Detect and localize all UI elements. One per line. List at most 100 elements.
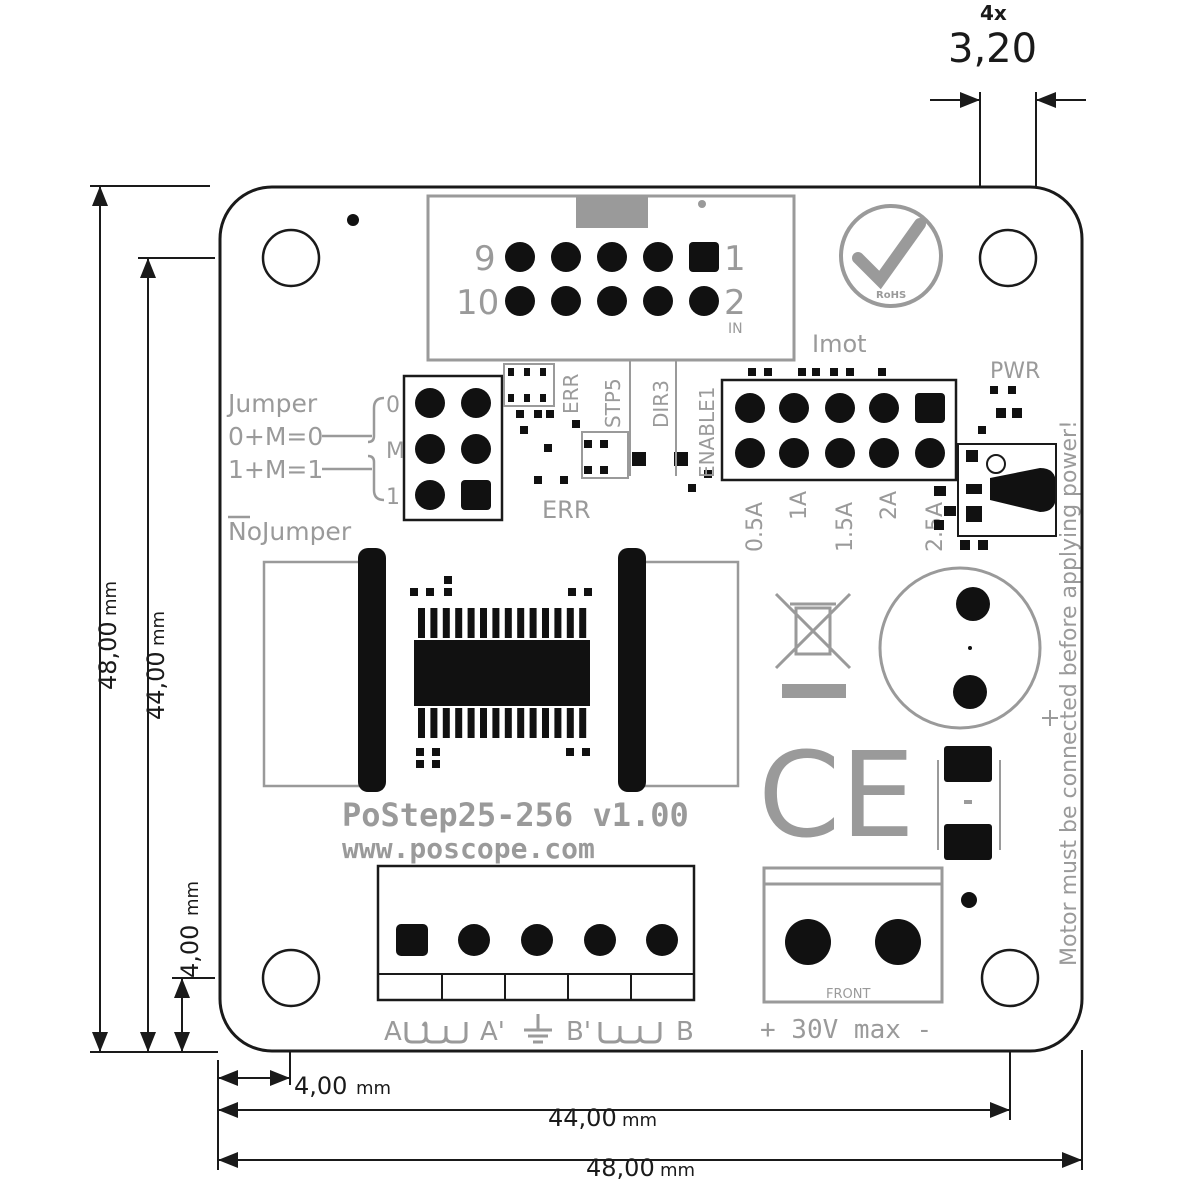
- motor-pin-b: [646, 924, 678, 956]
- ic-pin-bottom: [418, 708, 425, 738]
- width-total-unit: mm: [660, 1160, 695, 1181]
- ic-pin-top: [467, 608, 475, 638]
- rohs-logo: RoHS: [839, 204, 943, 308]
- ic-pin-bottom: [542, 708, 549, 738]
- width-holes-value: 44,00: [548, 1104, 617, 1132]
- idc-pin-10-label: 10: [456, 283, 499, 323]
- weee-bin-icon: [774, 592, 852, 698]
- idc-pin-9-label: 9: [474, 239, 496, 279]
- ic-pin-top: [554, 608, 562, 638]
- mounting-hole-top-right: [978, 228, 1038, 288]
- jumper-pin-1: 1: [386, 485, 400, 510]
- website-url: www.poscope.com: [342, 832, 595, 865]
- motor-pin-a: [396, 924, 428, 956]
- mounting-hole-bottom-right: [980, 948, 1040, 1008]
- coil-icon: [404, 1021, 662, 1044]
- idc-key-notch: [576, 196, 648, 228]
- idc-pin-2-label: 2: [724, 283, 746, 323]
- current-label-2a: 2A: [877, 491, 902, 520]
- jumper-pin-m: M: [386, 439, 405, 464]
- mounting-hole-top-left: [261, 228, 321, 288]
- jumper-rule-0: 0+M=0: [228, 422, 323, 451]
- dir-label: DIR3: [649, 380, 673, 428]
- fiducial-dot: [347, 214, 359, 226]
- idc-in-label: IN: [728, 321, 743, 337]
- ic-pin-bottom: [455, 708, 463, 738]
- height-offset-unit: mm: [182, 881, 203, 916]
- power-pin-minus: [875, 919, 921, 965]
- board-outline: [218, 185, 1084, 1053]
- idc-pin-1-label: 1: [724, 239, 746, 279]
- ic-pin-top: [517, 608, 525, 638]
- motor-terminal-block: A A' B' B: [376, 864, 696, 1047]
- ic-pin-bottom: [517, 708, 525, 738]
- ic-pin-top: [430, 608, 438, 638]
- enable-label: ENABLE1: [695, 386, 719, 478]
- ic-pin-top: [542, 608, 549, 638]
- jumper-rule-1: 1+M=1: [228, 455, 323, 484]
- current-label-1-5a: 1.5A: [833, 502, 858, 552]
- width-offset-unit: mm: [356, 1078, 391, 1099]
- heatsink-bar-right: [618, 548, 646, 792]
- motor-pin-a-prime: [458, 924, 490, 956]
- dimensions: [90, 92, 1086, 1170]
- ic-pin-bottom: [529, 708, 537, 738]
- idc-connector: 9 10 1 2 IN: [426, 194, 796, 362]
- terminal-label-a-prime: A': [480, 1017, 505, 1047]
- front-label: FRONT: [826, 987, 870, 1002]
- capacitor: [878, 566, 1058, 730]
- motor-warning-text: Motor must be connected before applying …: [1057, 420, 1082, 966]
- ic-pin-top: [529, 608, 537, 638]
- hole-diameter-label: 3,20: [948, 26, 1037, 72]
- err-top-label: ERR: [559, 373, 583, 414]
- ic-body: [414, 640, 590, 706]
- terminal-label-b-prime: B': [566, 1017, 591, 1047]
- width-offset-value: 4,00: [294, 1072, 347, 1100]
- heatsink-bar-left: [358, 548, 386, 792]
- ic-pin-top: [442, 608, 450, 638]
- imot-header: Imot 0.5A 1A 1.5A 2A 2.5A: [720, 330, 958, 552]
- height-holes-unit: mm: [148, 611, 169, 646]
- jumper-block: Jumper 0+M=0 1+M=1 0 M 1 NoJumper: [226, 374, 504, 546]
- width-total-value: 48,00: [586, 1154, 655, 1182]
- motor-pin-b-prime: [584, 924, 616, 956]
- jumper-title: Jumper: [226, 389, 318, 418]
- stp-label: STP5: [601, 378, 625, 428]
- ground-icon: [524, 1014, 552, 1044]
- power-pin-plus: [785, 919, 831, 965]
- current-label-0-5a: 0.5A: [743, 502, 768, 552]
- nojumper-label: NoJumper: [228, 517, 352, 546]
- driver-ic: [262, 548, 740, 792]
- ic-pin-bottom: [492, 708, 500, 738]
- protection-diode: [937, 746, 1001, 908]
- width-holes-unit: mm: [622, 1110, 657, 1131]
- ic-pin-bottom: [579, 708, 587, 738]
- terminal-label-b: B: [676, 1017, 694, 1047]
- terminal-label-a: A: [384, 1017, 402, 1047]
- mounting-hole-bottom-left: [261, 948, 321, 1008]
- height-offset-value: 4,00: [176, 925, 204, 978]
- ic-pin-bottom: [442, 708, 450, 738]
- status-led-cluster: ERR STP5 DIR3 ENABLE1 ERR: [503, 360, 719, 524]
- ce-mark-icon: CE: [758, 726, 915, 864]
- jumper-pin-0: 0: [386, 393, 400, 418]
- power-section: PWR: [934, 359, 1057, 550]
- height-total-value: 48,00: [94, 621, 122, 690]
- svg-text:RoHS: RoHS: [876, 290, 906, 301]
- ic-pin-top: [579, 608, 587, 638]
- hole-count-label: 4x: [980, 1, 1007, 25]
- height-total-unit: mm: [100, 581, 121, 616]
- pwr-label: PWR: [990, 359, 1040, 384]
- ic-pin-bottom: [554, 708, 562, 738]
- err-bottom-label: ERR: [542, 496, 591, 524]
- ic-pin-top: [504, 608, 512, 638]
- svg-text:CE: CE: [758, 726, 915, 864]
- power-terminal-block: FRONT + 30V max -: [760, 866, 944, 1045]
- power-rating-label: + 30V max -: [760, 1015, 932, 1045]
- ic-pin-top: [492, 608, 500, 638]
- ic-pin-top: [480, 608, 487, 638]
- product-name: PoStep25-256 v1.00: [342, 796, 689, 834]
- ic-pin-bottom: [430, 708, 438, 738]
- ic-pin-bottom: [566, 708, 574, 738]
